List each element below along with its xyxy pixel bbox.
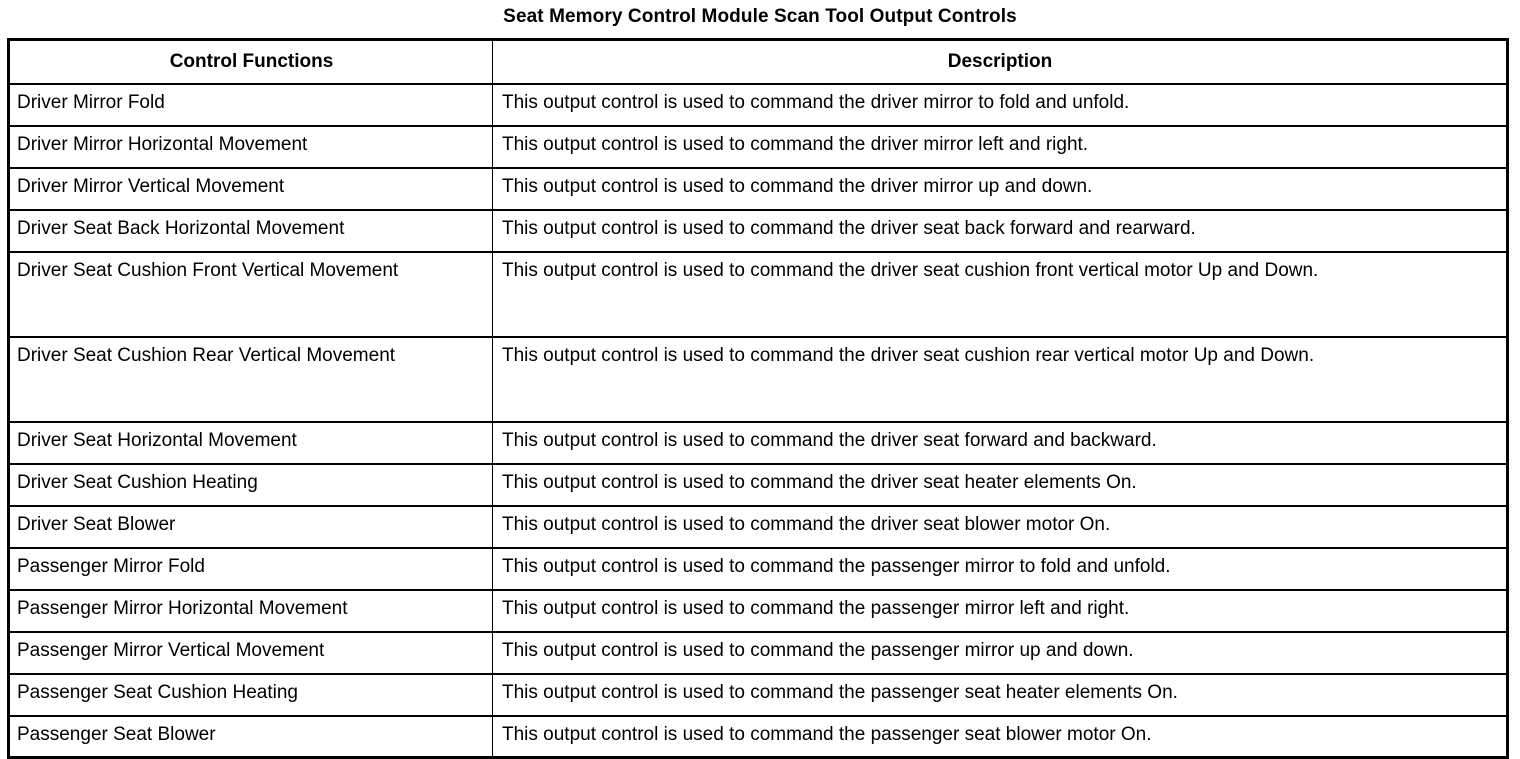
cell-control-function: Driver Seat Cushion Front Vertical Movem… <box>8 250 493 338</box>
table-row: Driver Seat Cushion Front Vertical Movem… <box>8 250 1508 338</box>
cell-control-function: Driver Mirror Fold <box>8 82 493 127</box>
cell-control-function: Passenger Seat Cushion Heating <box>8 672 493 717</box>
cell-description: This output control is used to command t… <box>492 335 1508 423</box>
cell-description: This output control is used to command t… <box>492 504 1508 549</box>
cell-control-function: Passenger Seat Blower <box>8 714 493 759</box>
cell-description: This output control is used to command t… <box>492 166 1508 211</box>
cell-description: This output control is used to command t… <box>492 672 1508 717</box>
cell-description: This output control is used to command t… <box>492 588 1508 633</box>
table-header-row: Control Functions Description <box>8 38 1508 85</box>
table-row: Driver Seat Cushion Rear Vertical Moveme… <box>8 335 1508 423</box>
cell-control-function: Driver Mirror Horizontal Movement <box>8 124 493 169</box>
scan-tool-output-controls-table-wrapper: Control Functions Description Driver Mir… <box>7 38 1509 759</box>
cell-description: This output control is used to command t… <box>492 208 1508 253</box>
cell-control-function: Driver Seat Cushion Heating <box>8 462 493 507</box>
cell-description: This output control is used to command t… <box>492 82 1508 127</box>
column-header-control-functions: Control Functions <box>8 38 493 85</box>
cell-control-function: Driver Seat Blower <box>8 504 493 549</box>
scan-tool-output-controls-table: Control Functions Description Driver Mir… <box>7 38 1509 759</box>
cell-description: This output control is used to command t… <box>492 250 1508 338</box>
cell-control-function: Passenger Mirror Horizontal Movement <box>8 588 493 633</box>
cell-description: This output control is used to command t… <box>492 124 1508 169</box>
cell-description: This output control is used to command t… <box>492 714 1508 759</box>
column-header-description: Description <box>492 38 1508 85</box>
cell-description: This output control is used to command t… <box>492 462 1508 507</box>
cell-control-function: Driver Mirror Vertical Movement <box>8 166 493 211</box>
cell-description: This output control is used to command t… <box>492 546 1508 591</box>
cell-control-function: Driver Seat Back Horizontal Movement <box>8 208 493 253</box>
table-header: Control Functions Description <box>8 38 1508 85</box>
cell-description: This output control is used to command t… <box>492 630 1508 675</box>
cell-control-function: Passenger Mirror Vertical Movement <box>8 630 493 675</box>
cell-control-function: Driver Seat Horizontal Movement <box>8 420 493 465</box>
cell-control-function: Passenger Mirror Fold <box>8 546 493 591</box>
page-title: Seat Memory Control Module Scan Tool Out… <box>503 6 1017 27</box>
cell-control-function: Driver Seat Cushion Rear Vertical Moveme… <box>8 335 493 423</box>
cell-description: This output control is used to command t… <box>492 420 1508 465</box>
